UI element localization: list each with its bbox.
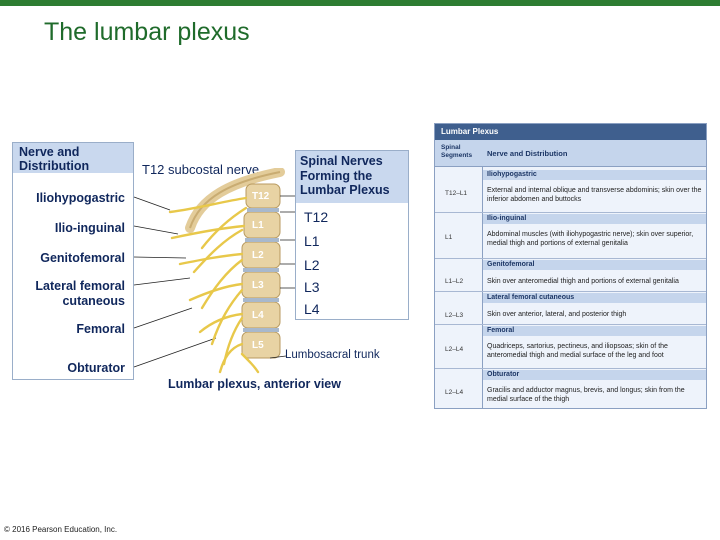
table-row-nerve: Obturator [483,370,706,380]
table-row-distribution: Abdominal muscles (with iliohypogastric … [487,230,702,248]
table-row-nerve: Ilio-inguinal [483,214,706,224]
column-header-segments: Spinal Segments [441,144,472,160]
copyright-notice: © 2016 Pearson Education, Inc. [4,525,117,534]
row-divider [435,212,706,213]
nerve-distribution-heading: Nerve and Distribution [19,145,89,173]
spine-and-nerves-illustration: T12 L1 L2 L3 L4 L5 [130,168,298,374]
row-divider [435,324,706,325]
table-row-segments: L1 [445,234,452,241]
row-divider [435,291,706,292]
vertebra-label-l1: L1 [252,220,264,231]
column-header-nerve: Nerve and Distribution [487,149,567,158]
table-row-distribution: External and internal oblique and transv… [487,186,702,204]
segment-label-l3: L3 [304,279,320,295]
vertebra-label-l3: L3 [252,280,264,291]
table-title: Lumbar Plexus [435,124,706,140]
table-header-row: Spinal Segments Nerve and Distribution [435,140,706,167]
table-row-distribution: Skin over anterior, lateral, and posteri… [487,310,702,319]
table-row-nerve: Femoral [483,326,706,336]
label-genitofemoral: Genitofemoral [40,251,125,266]
table-row-nerve: Lateral femoral cutaneous [483,293,706,303]
row-divider [435,258,706,259]
slide-title: The lumbar plexus [44,18,250,47]
vertebra-label-t12: T12 [252,191,270,202]
table-row-segments: T12–L1 [445,190,467,197]
table-row-segments: L1–L2 [445,278,463,285]
segment-label-t12: T12 [304,209,328,225]
table-row-nerve: Iliohypogastric [483,170,706,180]
label-lateral-femoral-cutaneous: Lateral femoral cutaneous [35,279,125,309]
row-divider [435,368,706,369]
label-iliohypogastric: Iliohypogastric [36,191,125,206]
vertebra-label-l2: L2 [252,250,264,261]
nerve-label-panel: Nerve and Distribution Iliohypogastric I… [12,142,134,380]
table-row-distribution: Skin over anteromedial thigh and portion… [487,277,702,286]
label-ilio-inguinal: Ilio-inguinal [55,221,125,236]
segment-label-l2: L2 [304,257,320,273]
table-row-nerve: Genitofemoral [483,260,706,270]
label-obturator: Obturator [67,361,125,376]
spinal-nerve-panel: Spinal Nerves Forming the Lumbar Plexus … [295,150,409,320]
label-femoral: Femoral [76,322,125,337]
figure-caption: Lumbar plexus, anterior view [168,377,341,391]
top-accent-bar [0,0,720,6]
vertebra-label-l5: L5 [252,340,264,351]
segment-label-l4: L4 [304,301,320,317]
table-row-distribution: Gracilis and adductor magnus, brevis, an… [487,386,702,404]
lumbar-plexus-table: Lumbar Plexus Spinal Segments Nerve and … [434,123,707,409]
spinal-nerves-heading: Spinal Nerves Forming the Lumbar Plexus [300,154,390,198]
lumbosacral-trunk-label: Lumbosacral trunk [285,349,380,361]
table-row-segments: L2–L4 [445,346,463,353]
table-row-segments: L2–L4 [445,389,463,396]
segment-label-l1: L1 [304,233,320,249]
nerve-label-header: Nerve and Distribution [13,143,133,173]
vertebra-label-l4: L4 [252,310,264,321]
spinal-nerve-header: Spinal Nerves Forming the Lumbar Plexus [296,151,408,203]
table-row-distribution: Quadriceps, sartorius, pectineus, and il… [487,342,702,360]
lumbar-plexus-figure: Nerve and Distribution Iliohypogastric I… [12,142,408,378]
table-row-segments: L2–L3 [445,312,463,319]
vertebral-column [242,184,280,358]
